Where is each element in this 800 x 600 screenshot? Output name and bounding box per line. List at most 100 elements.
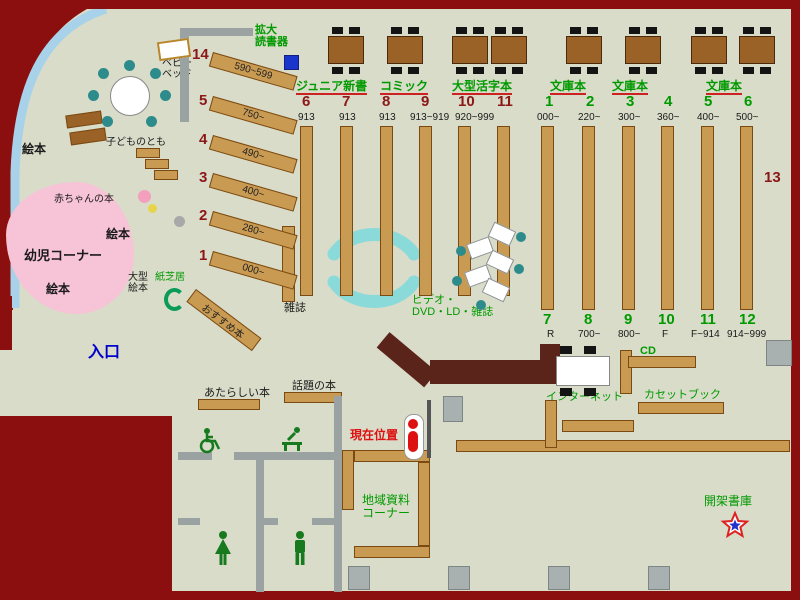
label-bunkobon-2: 文庫本 <box>612 79 649 96</box>
shelf-range: 000~ <box>537 112 560 123</box>
chair <box>570 67 581 74</box>
chair-dot <box>452 276 462 286</box>
shelf-number: 10 <box>658 311 675 328</box>
shelf-number: 4 <box>199 131 208 148</box>
wall-partition <box>187 28 253 36</box>
bookshelf <box>701 126 714 310</box>
label-atarashii-hon: あたらしい本 <box>204 387 270 399</box>
wall-top <box>0 0 800 9</box>
shelf-range: 920~999 <box>455 112 495 123</box>
shelf-range: 913~919 <box>410 112 450 123</box>
bookshelf <box>661 126 674 310</box>
womens-toilet-icon <box>215 531 231 565</box>
shelf-number: 8 <box>584 311 593 328</box>
stack-room-star-icon <box>720 510 750 539</box>
wall-partition <box>180 28 189 122</box>
play-steps <box>154 170 178 180</box>
chair <box>560 346 572 354</box>
chair <box>391 67 402 74</box>
play-steps <box>145 159 169 169</box>
label-entrance: 入口 <box>88 344 121 361</box>
shelf-range: 800~ <box>618 329 641 340</box>
shelf-range: 914~999 <box>727 329 767 340</box>
chair <box>349 27 360 34</box>
chair <box>584 346 596 354</box>
label-kaika-shoko: 開架書庫 <box>704 494 753 508</box>
bookshelf <box>622 126 635 310</box>
toy-gray-dot <box>174 216 185 227</box>
chair <box>456 67 467 74</box>
shelf-number: 5 <box>199 92 208 109</box>
reading-table <box>625 36 661 64</box>
label-cassette-book: カセットブック <box>644 389 721 401</box>
shelf-range: F <box>662 329 669 340</box>
shelf-number: 11 <box>497 93 513 110</box>
chair <box>332 27 343 34</box>
stack-room-shelf <box>456 440 790 452</box>
pillar <box>648 566 670 590</box>
label-kamishibai: 紙芝居 <box>155 272 185 283</box>
label-kakudai-dokushoki: 拡大 読書器 <box>255 24 288 49</box>
chair <box>695 67 706 74</box>
shelf-number: 6 <box>302 93 311 110</box>
bookshelf <box>380 126 393 296</box>
toy-yellow-dot <box>148 204 157 213</box>
shelf-range: 500~ <box>736 112 759 123</box>
chair-dot <box>514 264 524 274</box>
wall-partition <box>178 452 212 460</box>
shelf-number: 12 <box>739 311 756 328</box>
shelf-number: 8 <box>382 93 391 110</box>
reading-table <box>566 36 602 64</box>
shelf-number: 4 <box>664 93 673 110</box>
chair-dot <box>476 300 486 310</box>
chair <box>587 67 598 74</box>
cassette-shelf <box>638 402 724 414</box>
chair <box>584 388 596 396</box>
shelf-number: 9 <box>421 93 430 110</box>
label-chiiki-shiryo: 地域資料 コーナー <box>362 493 411 521</box>
chair <box>408 67 419 74</box>
label-youji-corner: 幼児コーナー <box>24 248 103 263</box>
label-kodomo-no-tomo: 子どものとも <box>106 137 166 148</box>
label-bunkobon-3: 文庫本 <box>706 79 743 96</box>
infant-corner-area <box>6 182 134 314</box>
chair <box>456 27 467 34</box>
label-wadai-no-hon: 話題の本 <box>292 380 336 392</box>
bench-icon <box>164 288 185 311</box>
chair-dot <box>456 246 466 256</box>
wall-partition <box>234 452 338 460</box>
bookshelf <box>562 420 634 432</box>
chair-dot <box>516 232 526 242</box>
chair-dot <box>88 90 99 101</box>
chair-dot <box>102 116 113 127</box>
chair-dot <box>146 116 157 127</box>
wheelchair-icon <box>199 428 221 454</box>
chair <box>570 27 581 34</box>
wall-partition <box>256 518 278 525</box>
chair <box>712 27 723 34</box>
current-location-icon-head <box>408 419 418 429</box>
shelf-number: 14 <box>192 46 209 63</box>
service-counter <box>430 360 558 384</box>
chair <box>587 27 598 34</box>
shelf-number: 3 <box>199 169 208 186</box>
reading-table <box>491 36 527 64</box>
cd-shelf <box>628 356 696 368</box>
chair-dot <box>160 90 171 101</box>
current-location-icon-body <box>408 431 418 452</box>
reading-table <box>387 36 423 64</box>
chair <box>408 27 419 34</box>
chair <box>473 67 484 74</box>
shelf-range: F~914 <box>691 329 720 340</box>
label-ogata-ehon: 大型 絵本 <box>128 272 148 295</box>
shelf-number: 9 <box>624 311 633 328</box>
bookshelf <box>419 126 432 296</box>
chair <box>743 67 754 74</box>
wall-block-southwest <box>0 416 172 600</box>
chair <box>695 27 706 34</box>
chair-dot <box>150 68 161 79</box>
shelf-number: 5 <box>704 93 713 110</box>
wall-partition <box>334 396 342 592</box>
local-archive-shelf <box>342 450 354 510</box>
